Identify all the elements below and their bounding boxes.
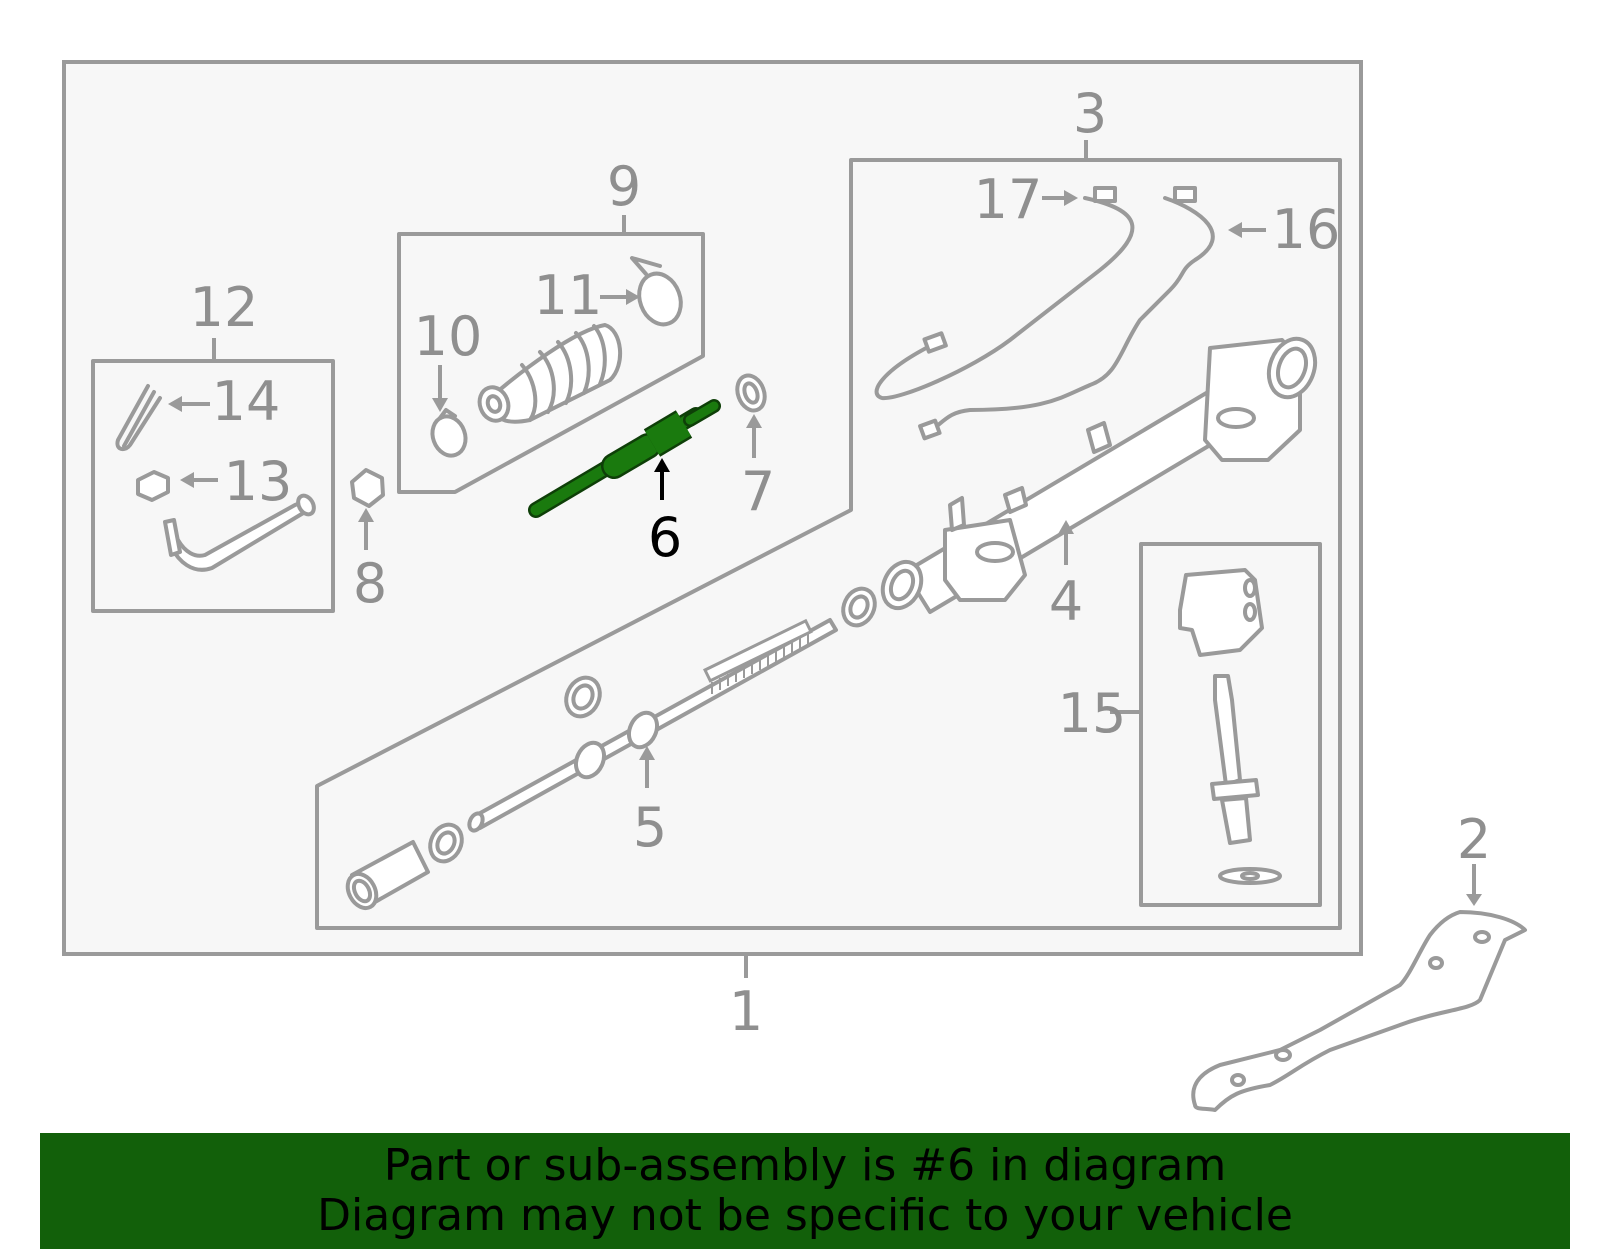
callout-9: 9: [607, 155, 641, 218]
callout-15: 15: [1058, 682, 1127, 745]
bracket-2: [1191, 910, 1527, 1112]
banner-line-disclaimer: Diagram may not be specific to your vehi…: [317, 1190, 1293, 1241]
boot-clamp-10: [430, 408, 468, 458]
inner-tie-rod-6: [528, 399, 721, 518]
tie-rod-end-12: [163, 493, 316, 572]
callout-5: 5: [633, 796, 667, 859]
castle-nut-13: [136, 470, 170, 502]
rack-bushing: [345, 840, 430, 911]
callout-6: 6: [648, 506, 682, 569]
assembly-frame-1: [62, 60, 1363, 956]
kit-frame-15: [1139, 542, 1322, 907]
callout-7: 7: [741, 460, 775, 523]
callout-1: 1: [729, 980, 763, 1043]
callout-13: 13: [224, 450, 293, 513]
rack-seal-lower: [428, 822, 464, 864]
callout-11: 11: [534, 264, 603, 327]
callout-16: 16: [1272, 198, 1341, 261]
valve-assembly-15: [1178, 568, 1282, 885]
pressure-line-16: [918, 186, 1215, 441]
part-info-banner: Part or sub-assembly is #6 in diagram Di…: [40, 1133, 1570, 1249]
kit-frame-9: [397, 232, 705, 494]
callout-10: 10: [414, 305, 483, 368]
subassembly-frame-3: [315, 158, 1342, 930]
callout-12: 12: [190, 276, 259, 339]
boot-clamp-11: [630, 256, 683, 327]
gear-housing-4: [880, 336, 1318, 614]
callout-8: 8: [353, 552, 387, 615]
cotter-pin-14: [115, 384, 162, 452]
leader-lines: [168, 140, 1482, 978]
nut-8: [350, 468, 385, 508]
callout-17: 17: [974, 168, 1043, 231]
callout-3: 3: [1073, 82, 1107, 145]
rack-seal-upper: [564, 675, 602, 719]
boot-9: [477, 323, 623, 424]
rack-5: [467, 618, 838, 833]
banner-line-part: Part or sub-assembly is #6 in diagram: [383, 1140, 1227, 1191]
callout-4: 4: [1049, 570, 1083, 633]
pressure-line-17: [874, 186, 1135, 401]
washer-7: [735, 373, 767, 413]
rack-seal-right: [841, 586, 877, 628]
callout-14: 14: [212, 370, 281, 433]
callout-2: 2: [1457, 808, 1491, 871]
